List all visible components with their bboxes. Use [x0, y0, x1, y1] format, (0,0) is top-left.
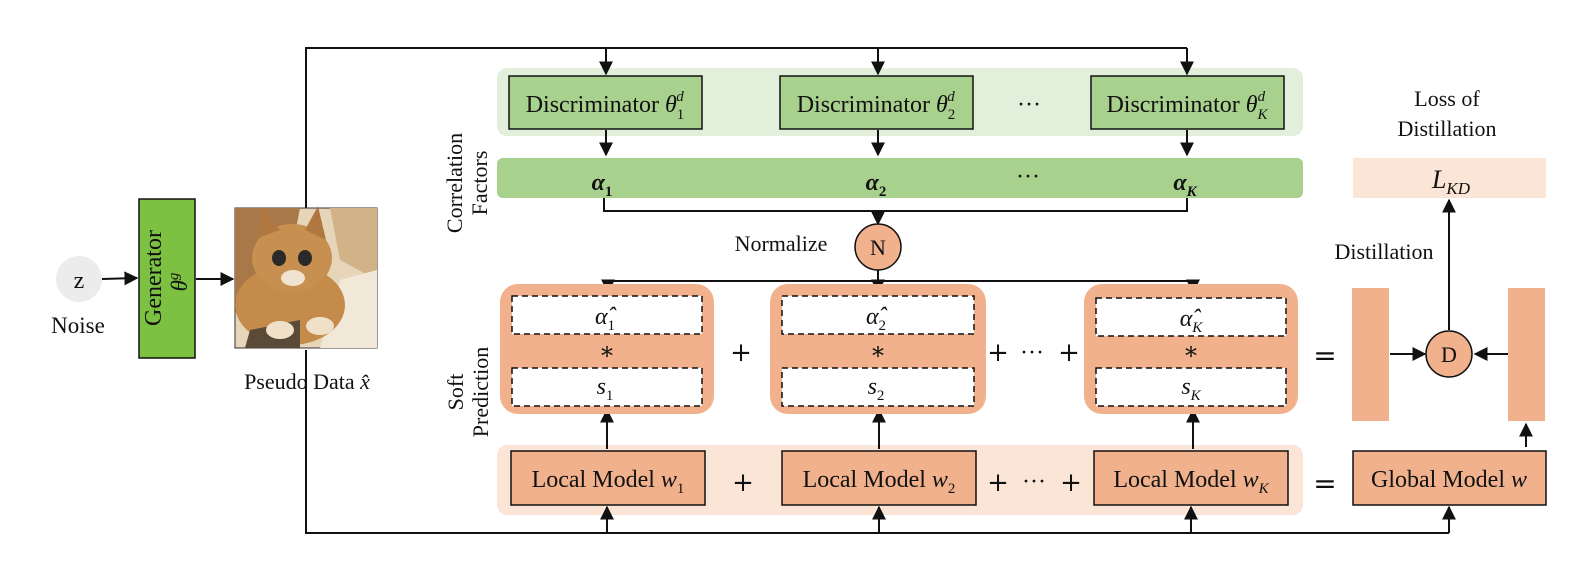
equals-soft: =: [1313, 339, 1336, 372]
distillation-node: [1425, 330, 1473, 378]
svg-text:θg: θg: [166, 272, 192, 291]
svg-text:*: *: [1185, 342, 1197, 370]
discriminator-1: Discriminator θ1d: [508, 75, 703, 130]
plus-ellipsis-soft: + ··· +: [987, 338, 1080, 368]
loss-kd: LKD: [1431, 165, 1471, 198]
svg-text:Discriminator θKd: Discriminator θKd: [1106, 89, 1268, 123]
svg-text:+: +: [987, 468, 1009, 498]
normalize-label: Normalize: [735, 231, 828, 256]
loss-title-line2: Distillation: [1398, 116, 1497, 141]
factor-alpha-1: α1: [592, 170, 613, 200]
student-output-bar: [1352, 288, 1389, 421]
svg-text:Global Model w: Global Model w: [1371, 467, 1527, 493]
svg-text:···: ···: [1022, 469, 1046, 495]
svg-text:Local Model wK: Local Model wK: [1113, 467, 1269, 497]
svg-text:+: +: [1058, 338, 1080, 368]
plus-soft-1: +: [730, 338, 752, 368]
equals-local: =: [1313, 467, 1336, 500]
discriminator-k: Discriminator θKd: [1090, 75, 1285, 130]
factor-alpha-k: αK: [1173, 170, 1197, 200]
svg-text:sK: sK: [1181, 374, 1201, 404]
correlation-factor-band: [497, 158, 1303, 198]
generator-label: Generator θg: [141, 230, 192, 326]
svg-text:*: *: [872, 342, 884, 370]
svg-text:Generator: Generator: [141, 230, 167, 326]
loss-title-line1: Loss of: [1414, 86, 1480, 111]
factor-alpha-2: α2: [866, 170, 887, 200]
plus-local-1: +: [732, 468, 754, 498]
soft-prediction-k: α̂K * sK: [1084, 284, 1298, 414]
svg-text:Discriminator θ2d: Discriminator θ2d: [797, 89, 956, 123]
generator-box: [138, 198, 196, 359]
svg-text:+: +: [1060, 468, 1082, 498]
normalize-node: [854, 223, 902, 271]
factor-ellipsis: ···: [1016, 164, 1040, 190]
svg-text:*: *: [601, 342, 613, 370]
distillation-node-label: D: [1441, 342, 1457, 367]
svg-text:Factors: Factors: [467, 151, 492, 216]
svg-text:Local Model w1: Local Model w1: [532, 467, 685, 497]
svg-text:···: ···: [1020, 340, 1044, 366]
soft-prediction-label: Soft Prediction: [443, 347, 493, 437]
soft-prediction-1: α̂1 * s1: [500, 284, 714, 414]
local-model-2: Local Model w2: [781, 450, 977, 506]
svg-text:s1: s1: [597, 374, 614, 404]
plus-ellipsis-local: + ··· +: [987, 468, 1082, 498]
correlation-factors-label: Correlation Factors: [442, 133, 492, 233]
local-model-1: Local Model w1: [510, 450, 706, 506]
discriminator-ellipsis: ···: [1017, 92, 1041, 118]
noise-label: Noise: [51, 313, 105, 338]
svg-text:Prediction: Prediction: [468, 347, 493, 437]
normalize-node-label: N: [870, 235, 886, 260]
noise-symbol: z: [74, 268, 85, 294]
noise-node: [56, 256, 102, 302]
svg-text:Correlation: Correlation: [442, 133, 467, 233]
svg-text:Discriminator θ1d: Discriminator θ1d: [526, 89, 685, 123]
pseudo-data-label: Pseudo Data x̂: [244, 369, 370, 394]
distillation-label: Distillation: [1335, 239, 1434, 264]
global-output-bar: [1508, 288, 1545, 421]
soft-prediction-2: α̂2 * s2: [770, 284, 986, 414]
loss-band: [1353, 158, 1546, 198]
svg-text:+: +: [987, 338, 1009, 368]
discriminator-2: Discriminator θ2d: [779, 75, 974, 130]
global-model: Global Model w: [1352, 450, 1547, 506]
pseudo-data-image: [234, 206, 378, 349]
svg-text:Soft: Soft: [443, 374, 468, 411]
local-model-k: Local Model wK: [1093, 450, 1289, 506]
svg-text:Local Model w2: Local Model w2: [803, 467, 956, 497]
svg-text:s2: s2: [868, 374, 885, 404]
